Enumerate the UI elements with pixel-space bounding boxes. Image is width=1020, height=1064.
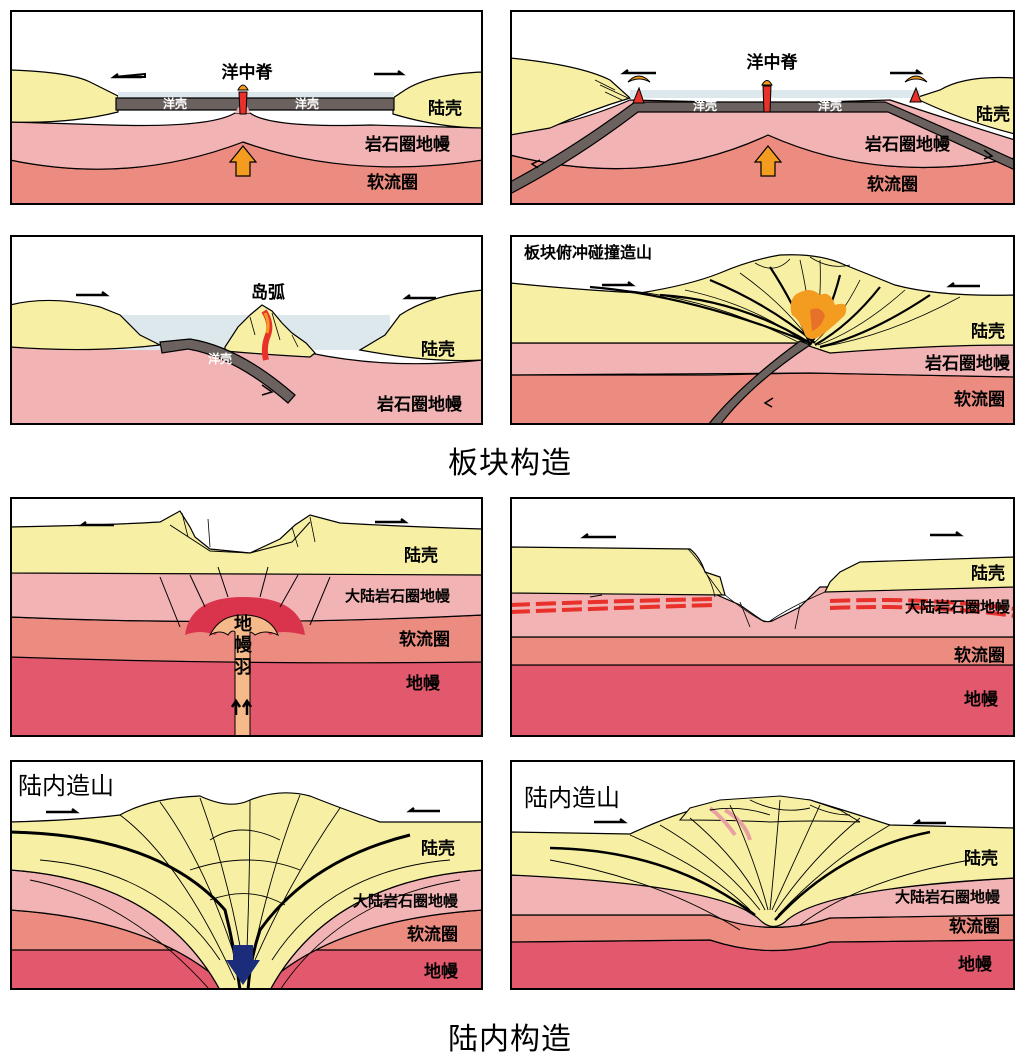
- label-lithospheric-mantle: 岩石圈地幔: [864, 134, 951, 155]
- label-mantle: 地幔: [964, 689, 999, 710]
- label-ridge: 洋中脊: [747, 52, 799, 73]
- label-asthenosphere: 软流圈: [367, 172, 418, 193]
- panel-collision-orogeny: 板块俯冲碰撞造山 陆壳 岩石圈地幔 软流圈: [510, 235, 1015, 425]
- label-ocean-crust-left: 洋壳: [693, 98, 717, 113]
- panel-continental-rift: 陆壳 大陆岩石圈地幔 软流圈 地幔: [510, 497, 1015, 737]
- label-plume-2: 幔: [234, 634, 253, 656]
- label-island-arc: 岛弧: [251, 282, 285, 303]
- label-continental-lithospheric-mantle: 大陆岩石圈地幔: [895, 888, 1001, 906]
- label-continental-crust: 陆壳: [421, 838, 455, 859]
- label-continental-crust: 陆壳: [421, 339, 455, 360]
- label-continental-crust: 陆壳: [976, 104, 1010, 125]
- label-asthenosphere: 软流圈: [867, 174, 918, 195]
- label-mantle: 地幔: [958, 954, 993, 975]
- label-mantle: 地幔: [406, 673, 441, 694]
- label-asthenosphere: 软流圈: [407, 924, 458, 945]
- panel-title: 陆内造山: [524, 784, 620, 812]
- label-mantle: 地幔: [424, 961, 459, 982]
- label-ocean-crust: 洋壳: [208, 351, 232, 366]
- label-continental-crust: 陆壳: [964, 848, 998, 869]
- panel-intracontinental-orogeny-deep: 陆内造山 陆壳 大陆岩石圈地幔 软流圈 地幔: [10, 760, 483, 990]
- label-continental-crust: 陆壳: [428, 98, 462, 119]
- label-plume-3: 羽: [234, 657, 252, 678]
- label-continental-lithospheric-mantle: 大陆岩石圈地幔: [353, 892, 459, 910]
- label-ocean-crust-right: 洋壳: [818, 98, 842, 113]
- panel-title: 陆内造山: [18, 772, 114, 800]
- label-ridge: 洋中脊: [222, 62, 274, 83]
- label-ocean-crust-left: 洋壳: [163, 96, 187, 111]
- panel-mid-ocean-ridge: 洋中脊 洋壳 洋壳 陆壳 岩石圈地幔 软流圈: [10, 10, 483, 205]
- panel-mantle-plume: 地 幔 羽 陆壳 大陆岩石圈地幔 软流圈 地幔: [10, 497, 483, 737]
- label-asthenosphere: 软流圈: [949, 916, 1000, 937]
- label-continental-crust: 陆壳: [404, 545, 438, 566]
- label-lithospheric-mantle: 岩石圈地幔: [364, 134, 451, 155]
- label-continental-crust: 陆壳: [971, 321, 1005, 342]
- panel-island-arc: 岛弧 洋壳 陆壳 岩石圈地幔: [10, 235, 483, 425]
- panel-ocean-widening: 洋中脊 洋壳 洋壳 陆壳 岩石圈地幔 软流圈: [510, 10, 1015, 205]
- label-continental-lithospheric-mantle: 大陆岩石圈地幔: [905, 598, 1011, 616]
- label-ocean-crust-right: 洋壳: [295, 96, 319, 111]
- caption-intracontinental-tectonics: 陆内构造: [0, 1014, 1020, 1058]
- label-plume-1: 地: [234, 613, 252, 635]
- label-lithospheric-mantle: 岩石圈地幔: [924, 353, 1011, 374]
- label-asthenosphere: 软流圈: [954, 645, 1005, 666]
- label-asthenosphere: 软流圈: [399, 629, 450, 650]
- label-asthenosphere: 软流圈: [954, 389, 1005, 410]
- caption-plate-tectonics: 板块构造: [0, 438, 1020, 482]
- label-lithospheric-mantle: 岩石圈地幔: [376, 394, 463, 415]
- label-continental-crust: 陆壳: [971, 563, 1005, 584]
- panel-intracontinental-orogeny-shallow: 陆内造山 陆壳 大陆岩石圈地幔 软流圈 地幔: [510, 760, 1015, 990]
- panel-title: 板块俯冲碰撞造山: [524, 243, 652, 262]
- label-continental-lithospheric-mantle: 大陆岩石圈地幔: [345, 587, 451, 605]
